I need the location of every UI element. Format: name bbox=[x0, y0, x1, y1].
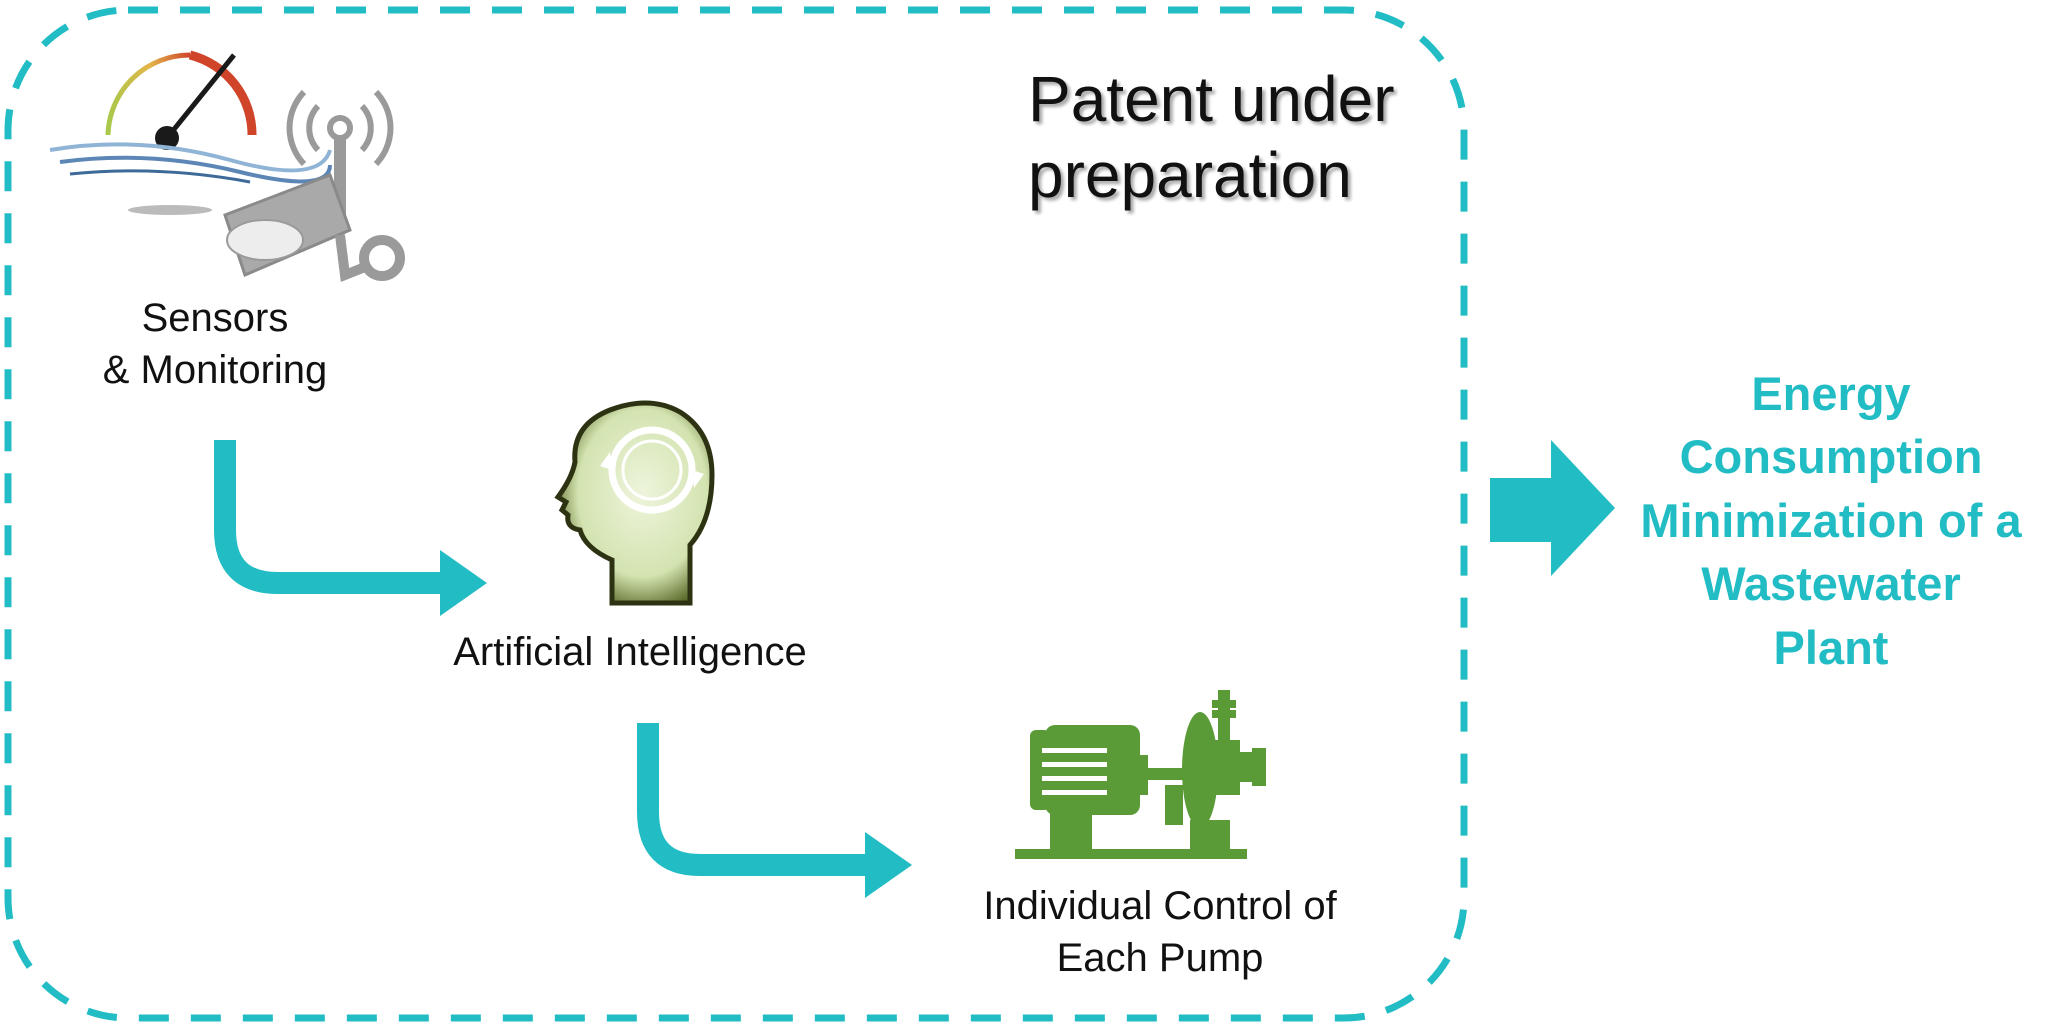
sensors-label: Sensors & Monitoring bbox=[55, 292, 375, 396]
ai-label: Artificial Intelligence bbox=[400, 626, 860, 678]
goal-text: Energy Consumption Minimization of a Was… bbox=[1615, 362, 2047, 679]
goal-line-4: Wastewater bbox=[1701, 557, 1961, 611]
pump-label-line-1: Individual Control of bbox=[983, 884, 1337, 928]
goal-line-2: Consumption bbox=[1679, 430, 1983, 484]
patent-line-1: Patent under bbox=[1028, 63, 1395, 135]
head-brain-icon bbox=[542, 400, 717, 610]
patent-notice: Patent under preparation bbox=[1028, 62, 1395, 213]
ai-label-line-1: Artificial Intelligence bbox=[453, 630, 807, 674]
sensor-gauge-icon bbox=[49, 50, 405, 283]
sensors-label-line-2: & Monitoring bbox=[102, 348, 328, 392]
big-arrow-to-goal bbox=[1490, 440, 1615, 576]
dashed-boundary-box bbox=[4, 6, 1468, 1022]
sensors-label-line-1: Sensors bbox=[141, 296, 289, 340]
patent-line-2: preparation bbox=[1028, 138, 1352, 211]
goal-line-1: Energy bbox=[1751, 367, 1911, 420]
pump-motor-icon bbox=[1015, 690, 1266, 859]
goal-line-3: Minimization of a bbox=[1640, 493, 2022, 547]
goal-line-5: Plant bbox=[1773, 620, 1889, 674]
pump-label: Individual Control of Each Pump bbox=[930, 880, 1390, 984]
arrow-sensors-to-ai bbox=[214, 440, 445, 594]
pump-label-line-2: Each Pump bbox=[1056, 936, 1264, 980]
arrow-ai-to-pump bbox=[637, 723, 870, 876]
